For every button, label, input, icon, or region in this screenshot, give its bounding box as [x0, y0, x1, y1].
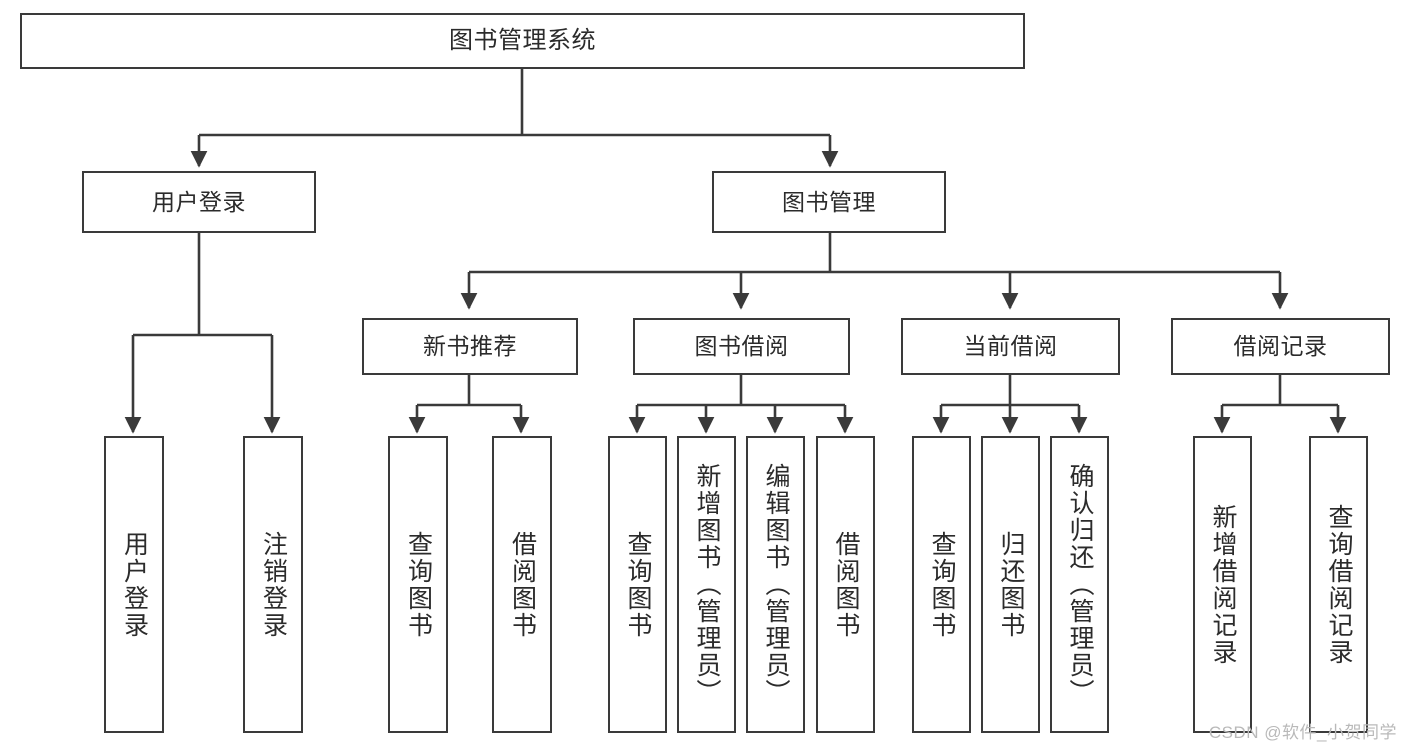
- node-label: 查询图书: [624, 530, 652, 639]
- leaf-current-confirm-return-admin[interactable]: 确认归还（管理员）: [1050, 436, 1109, 733]
- node-label: 用户登录: [152, 188, 246, 215]
- leaf-borrow-edit-book-admin[interactable]: 编辑图书（管理员）: [746, 436, 805, 733]
- node-book-borrowing[interactable]: 图书借阅: [633, 318, 850, 375]
- node-label: 借阅图书: [832, 530, 860, 639]
- node-label: 确认归还（管理员）: [1066, 463, 1094, 706]
- leaf-record-add-borrow-record[interactable]: 新增借阅记录: [1193, 436, 1252, 733]
- node-label: 归还图书: [997, 530, 1025, 639]
- node-label: 图书管理系统: [449, 27, 596, 55]
- leaf-new-book-search-books[interactable]: 查询图书: [388, 436, 448, 733]
- node-borrowing-record[interactable]: 借阅记录: [1171, 318, 1390, 375]
- node-label: 当前借阅: [963, 333, 1058, 360]
- node-label: 图书借阅: [694, 333, 789, 360]
- node-label: 新增借阅记录: [1209, 503, 1237, 666]
- node-current-borrowing[interactable]: 当前借阅: [901, 318, 1120, 375]
- leaf-user-login-login[interactable]: 用户登录: [104, 436, 164, 733]
- leaf-borrow-search-books[interactable]: 查询图书: [608, 436, 667, 733]
- node-root-book-management-system[interactable]: 图书管理系统: [20, 13, 1025, 69]
- node-book-management[interactable]: 图书管理: [712, 171, 946, 233]
- leaf-new-book-borrow-books[interactable]: 借阅图书: [492, 436, 552, 733]
- node-new-book-recommendation[interactable]: 新书推荐: [362, 318, 578, 375]
- leaf-user-login-logout[interactable]: 注销登录: [243, 436, 303, 733]
- node-label: 借阅记录: [1233, 333, 1328, 360]
- node-label: 查询图书: [928, 530, 956, 639]
- node-label: 注销登录: [259, 530, 288, 639]
- node-label: 新书推荐: [423, 333, 517, 360]
- node-label: 编辑图书（管理员）: [762, 463, 790, 706]
- leaf-borrow-add-book-admin[interactable]: 新增图书（管理员）: [677, 436, 736, 733]
- node-label: 查询借阅记录: [1325, 503, 1353, 666]
- node-label: 新增图书（管理员）: [693, 463, 721, 706]
- watermark: CSDN @软件_小贺同学: [1208, 723, 1397, 742]
- node-label: 借阅图书: [508, 530, 537, 639]
- node-label: 图书管理: [782, 188, 876, 215]
- leaf-current-return-books[interactable]: 归还图书: [981, 436, 1040, 733]
- leaf-record-search-borrow-record[interactable]: 查询借阅记录: [1309, 436, 1368, 733]
- leaf-current-search-books[interactable]: 查询图书: [912, 436, 971, 733]
- leaf-borrow-borrow-books[interactable]: 借阅图书: [816, 436, 875, 733]
- node-user-login[interactable]: 用户登录: [82, 171, 316, 233]
- node-label: 查询图书: [404, 530, 433, 639]
- node-label: 用户登录: [120, 530, 149, 639]
